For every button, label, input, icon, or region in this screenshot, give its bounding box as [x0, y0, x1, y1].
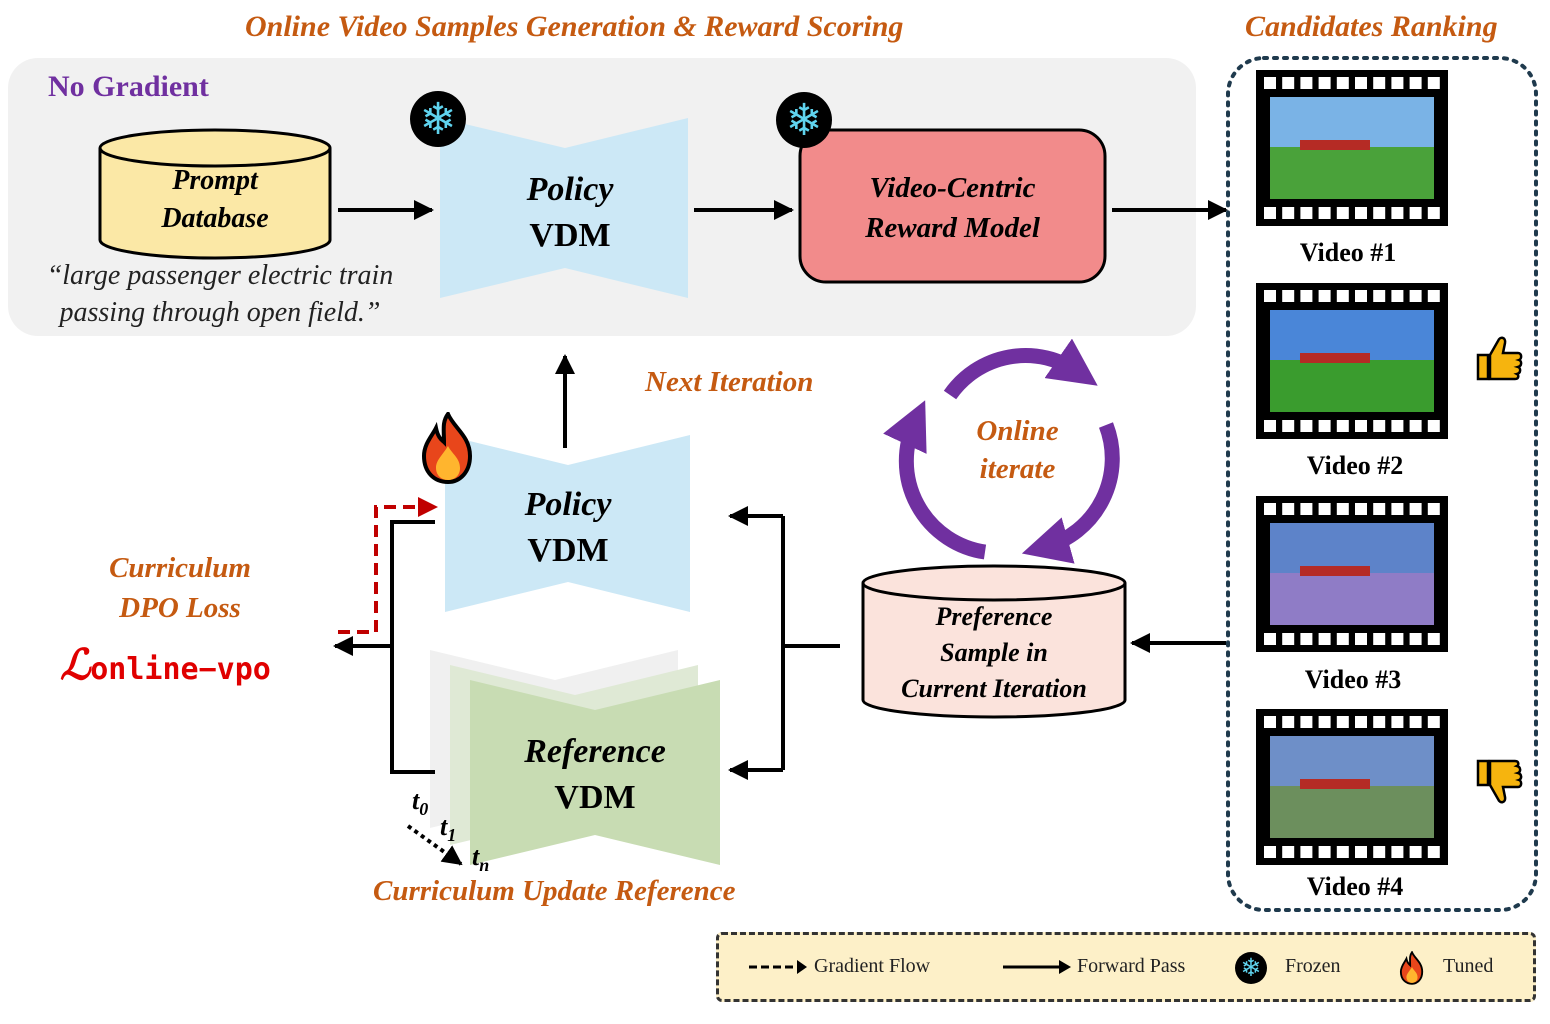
candidates-panel — [1226, 56, 1538, 912]
reward-model-line1: Video-Centric — [869, 172, 1036, 204]
next-iteration-label: Next Iteration — [645, 366, 814, 398]
prompt-example-line1: “large passenger electric train — [46, 260, 394, 291]
timestep-t1: t1 — [440, 812, 456, 846]
reference-vdm-line2: VDM — [554, 779, 636, 816]
loss-formula: ℒonline−vpo — [60, 640, 271, 689]
legend-forward-pass: Forward Pass — [1077, 955, 1186, 977]
fire-icon — [1399, 951, 1424, 985]
prompt-database-label: Prompt Database — [100, 160, 330, 240]
loss-symbol: ℒ — [60, 640, 91, 689]
prompt-database-line1: Prompt — [172, 165, 258, 196]
online-iterate-cycle — [883, 338, 1120, 564]
fire-icon — [421, 412, 473, 484]
policy-vdm-tuned-line2: VDM — [527, 532, 609, 569]
prompt-database-cylinder — [98, 128, 332, 260]
timestep-tn-sub: n — [479, 855, 490, 876]
loss-title: Curriculum DPO Loss — [60, 548, 300, 628]
legend-frozen: Frozen — [1285, 955, 1341, 977]
reward-model-box — [798, 128, 1107, 284]
legend-tuned: Tuned — [1443, 955, 1494, 977]
curriculum-update-label: Curriculum Update Reference — [373, 875, 736, 907]
legend: Gradient Flow Forward Pass ❄ Frozen Tune… — [716, 932, 1536, 1002]
snowflake-icon: ❄ — [410, 91, 466, 147]
video-thumbnail-3 — [1256, 496, 1448, 652]
preference-line2: Sample in — [940, 638, 1048, 667]
reward-model-line2: Reward Model — [865, 212, 1040, 244]
prompt-example: “large passenger electric train passing … — [20, 257, 420, 331]
timestep-t0-base: t — [412, 786, 420, 815]
thumbs-down-icon — [1476, 759, 1523, 804]
video-label-2: Video #2 — [1306, 451, 1404, 480]
video-label-1: Video #1 — [1299, 238, 1397, 267]
online-iterate-label: Online iterate — [945, 410, 1090, 490]
preference-line1: Preference — [935, 602, 1053, 631]
forward-pass-legend-arrow — [1003, 960, 1071, 974]
video-thumbnail-1 — [1256, 70, 1448, 226]
prompt-database-line2: Database — [161, 203, 269, 234]
reward-model-label: Video-Centric Reward Model — [800, 168, 1105, 248]
reference-vdm-label: Reference VDM — [495, 725, 695, 825]
reference-vdm-shape — [470, 680, 720, 865]
gradient-flow-legend-arrow — [749, 960, 807, 974]
policy-vdm-tuned-shape — [445, 435, 690, 612]
video-thumbnail-4 — [1256, 709, 1448, 865]
legend-gradient-flow: Gradient Flow — [814, 955, 931, 977]
prompt-example-line2: passing through open field.” — [59, 297, 381, 328]
loss-title-line1: Curriculum — [109, 552, 251, 584]
snowflake-icon: ❄ — [776, 92, 832, 148]
online-iterate-line1: Online — [976, 415, 1059, 447]
reference-vdm-line1: Reference — [524, 733, 666, 770]
loss-title-line2: DPO Loss — [119, 592, 241, 624]
policy-vdm-frozen-shape — [440, 118, 688, 298]
section-title-online-generation: Online Video Samples Generation & Reward… — [245, 10, 904, 43]
loss-subscript: online−vpo — [90, 652, 271, 687]
timestep-t1-sub: 1 — [447, 825, 457, 846]
preference-line3: Current Iteration — [901, 674, 1087, 703]
timestep-tn-base: t — [472, 842, 480, 871]
timestep-t1-base: t — [440, 812, 448, 841]
preference-database-cylinder — [861, 564, 1127, 719]
timestep-t0: t0 — [412, 786, 428, 820]
section-title-candidates-ranking: Candidates Ranking — [1245, 10, 1498, 43]
policy-vdm-frozen-line2: VDM — [529, 217, 611, 254]
preference-database-label: Preference Sample in Current Iteration — [863, 598, 1125, 708]
timestep-tn: tn — [472, 842, 489, 876]
video-thumbnail-2 — [1256, 283, 1448, 439]
video-label-4: Video #4 — [1306, 872, 1404, 901]
online-iterate-line2: iterate — [979, 453, 1056, 485]
policy-vdm-frozen-line1: Policy — [526, 171, 614, 208]
video-label-3: Video #3 — [1304, 665, 1402, 694]
policy-vdm-frozen-label: Policy VDM — [470, 163, 670, 263]
snowflake-icon: ❄ — [1235, 952, 1267, 984]
no-gradient-label: No Gradient — [48, 70, 209, 103]
policy-vdm-tuned-label: Policy VDM — [468, 478, 668, 578]
policy-vdm-tuned-line1: Policy — [524, 486, 612, 523]
thumbs-up-icon — [1476, 336, 1523, 381]
timestep-t0-sub: 0 — [419, 799, 429, 820]
